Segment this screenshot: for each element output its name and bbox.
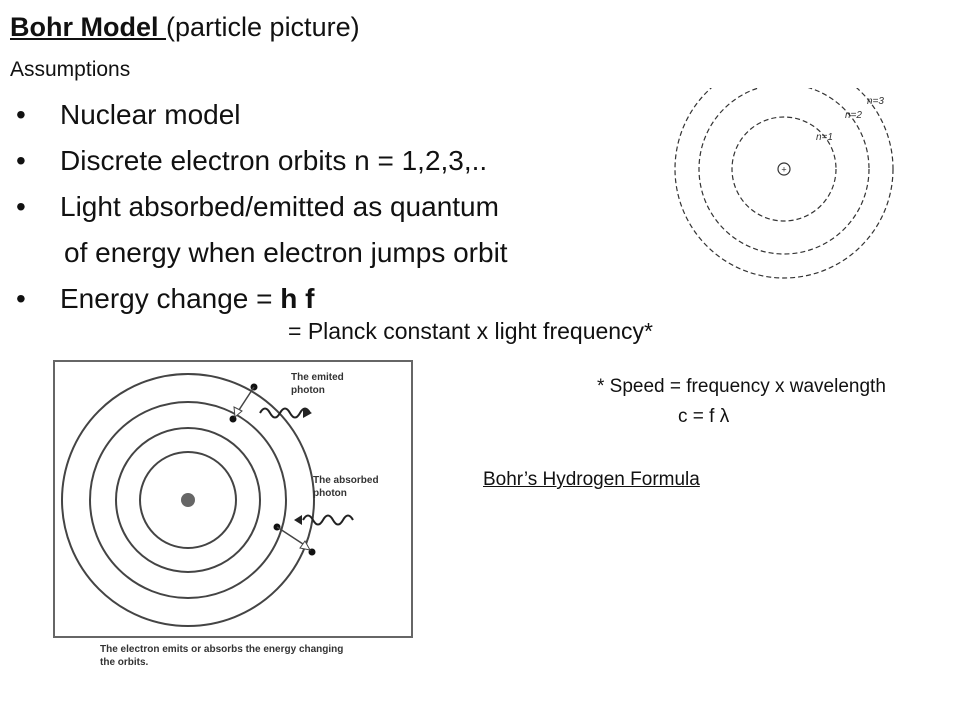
orbit-n1 — [731, 116, 837, 222]
assumptions-list: • Nuclear model • Discrete electron orbi… — [10, 92, 508, 322]
absorbed-label: The absorbed — [313, 475, 379, 486]
list-item: • Discrete electron orbits n = 1,2,3,.. — [10, 138, 508, 184]
diagram-caption: the orbits. — [100, 657, 149, 668]
orbit-ring — [89, 401, 287, 599]
list-item: • Light absorbed/emitted as quantum — [10, 184, 508, 230]
bullet-icon: • — [16, 283, 26, 314]
diagram-caption: The electron emits or absorbs the energy… — [100, 644, 343, 655]
arrow-head — [233, 406, 243, 419]
label-n3: n=3 — [867, 96, 884, 107]
nucleus — [181, 493, 195, 507]
orbit-ring — [115, 427, 261, 573]
subtitle: Assumptions — [10, 58, 131, 81]
orbit-ring — [139, 451, 237, 549]
orbit-n3 — [674, 88, 894, 279]
wave-arrow — [294, 515, 302, 525]
emitted-wave — [259, 407, 311, 419]
bullet-icon: • — [16, 99, 26, 130]
absorbed-wave — [302, 514, 354, 526]
emitted-label: photon — [291, 385, 325, 396]
list-item-continuation: of energy when electron jumps orbit — [64, 237, 508, 268]
planck-line: = Planck constant x light frequency* — [288, 318, 654, 344]
nucleus-symbol: + — [781, 165, 786, 175]
arrow-head — [299, 540, 311, 551]
orbit-diagram: + n=1 n=2 n=3 — [674, 88, 894, 279]
transition-arrow — [276, 526, 307, 547]
title-rest: (particle picture) — [166, 12, 360, 42]
photon-diagram: The emited photon The absorbed photon Th… — [48, 355, 418, 685]
label-n2: n=2 — [845, 110, 862, 121]
speed-formula: c = f λ — [678, 406, 730, 427]
list-item: • Energy change = h f — [10, 276, 508, 322]
absorbed-label: photon — [313, 488, 347, 499]
page-title: Bohr Model (particle picture) — [10, 12, 360, 43]
wave-arrow — [303, 408, 312, 418]
energy-symbol: h f — [280, 283, 315, 314]
orbit-ring — [61, 373, 315, 627]
transition-arrow — [236, 386, 255, 414]
label-n1: n=1 — [816, 132, 833, 143]
nucleus — [777, 162, 791, 176]
formula-heading: Bohr’s Hydrogen Formula — [483, 469, 700, 490]
bullet-icon: • — [16, 191, 26, 222]
title-bold: Bohr Model — [10, 12, 159, 42]
emitted-label: The emited — [291, 372, 344, 383]
list-item: • Nuclear model — [10, 92, 508, 138]
diagram-frame — [53, 360, 413, 638]
orbit-n2 — [698, 88, 870, 255]
speed-note: * Speed = frequency x wavelength — [597, 376, 886, 397]
bullet-icon: • — [16, 145, 26, 176]
